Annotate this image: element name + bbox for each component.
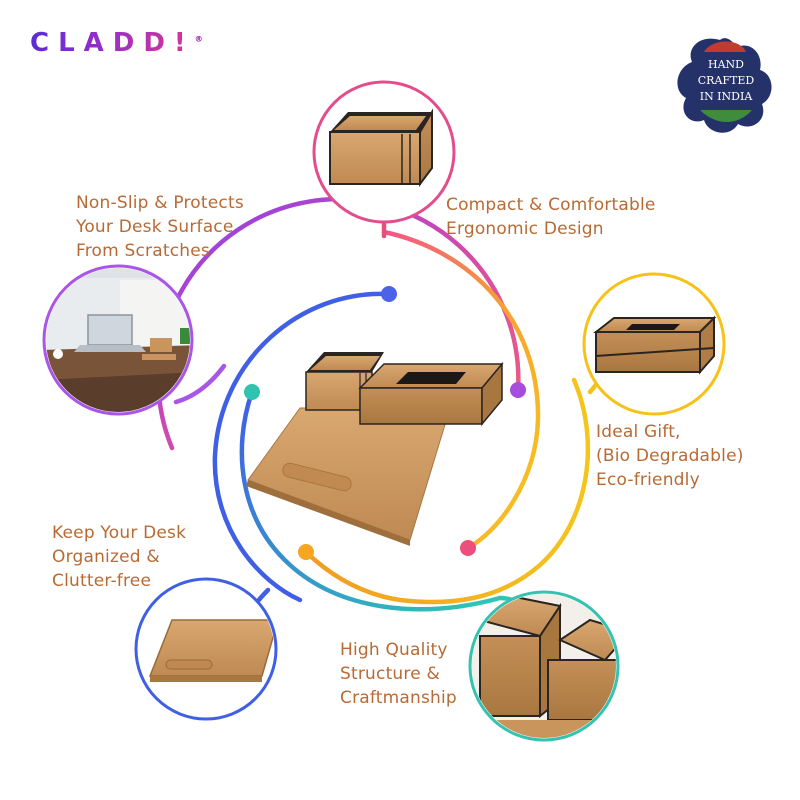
arc-dot-pink <box>460 540 476 556</box>
desk-photo-circle <box>42 264 194 416</box>
arc-dot-blue <box>381 286 397 302</box>
badge-line3: IN INDIA <box>700 90 754 103</box>
feature-compact: Compact & Comfortable Ergonomic Design <box>446 195 656 239</box>
feature-non-slip: Non-Slip & Protects Your Desk Surface Fr… <box>76 193 244 261</box>
feature-organized: Keep Your Desk Organized & Clutter-free <box>52 523 187 591</box>
badge-line1: HAND <box>708 58 744 71</box>
handcrafted-in-india-badge: HAND CRAFTED IN INDIA <box>677 38 772 133</box>
badge-line2: CRAFTED <box>698 74 755 87</box>
coaster-circle <box>312 80 456 224</box>
arc-teal <box>239 389 503 612</box>
arc-orange <box>303 377 591 605</box>
craftsmanship-circle <box>468 590 620 742</box>
tissue-box-circle <box>582 272 726 416</box>
desk-mat-circle <box>134 577 278 721</box>
arc-dot-teal <box>244 384 260 400</box>
feature-ideal-gift: Ideal Gift, (Bio Degradable) Eco-friendl… <box>596 422 744 490</box>
brand-logo: CLADD!® <box>30 28 203 58</box>
product-set-image <box>246 352 504 546</box>
arc-blue <box>212 291 391 603</box>
arc-dot-orange <box>298 544 314 560</box>
feature-quality: High Quality Structure & Craftmanship <box>340 640 457 708</box>
arc-dot-purple <box>510 382 526 398</box>
arc-pink <box>381 229 541 551</box>
decorative-arcs <box>156 196 615 619</box>
